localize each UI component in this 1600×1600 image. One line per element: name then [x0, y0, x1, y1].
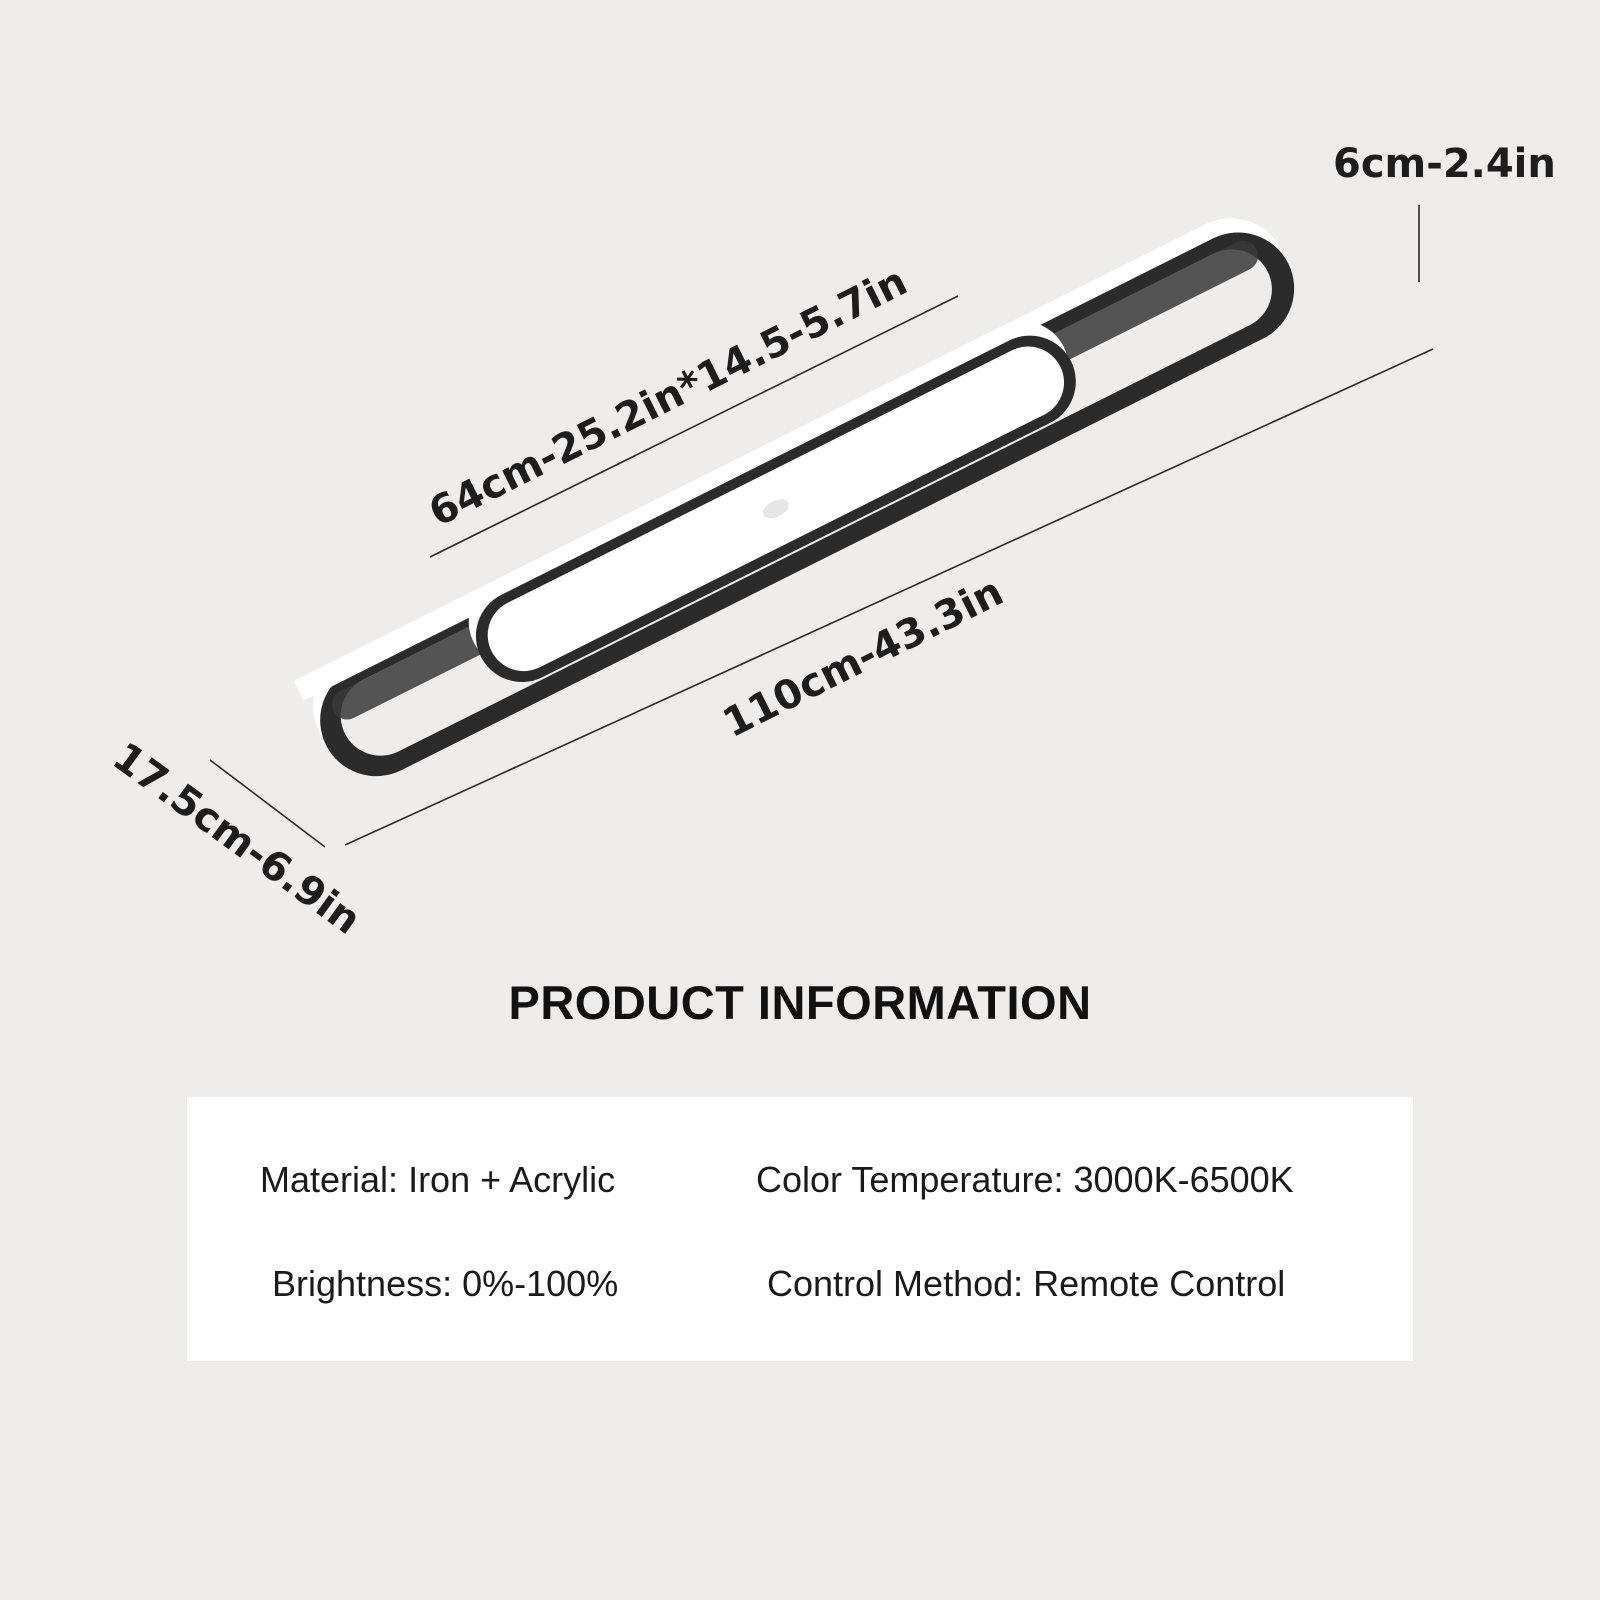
spec-color-temperature-label: Color Temperature:: [756, 1159, 1064, 1200]
spec-card: Material: Iron + Acrylic Color Temperatu…: [187, 1097, 1413, 1361]
spec-material-value: Iron + Acrylic: [408, 1159, 616, 1200]
width-label: 17.5cm-6.9in: [104, 734, 369, 944]
spec-control-method: Control Method: Remote Control: [767, 1263, 1285, 1305]
width-dim-line: [209, 759, 326, 848]
ceiling-light-illustration: 6cm-2.4in 64cm-25.2in*14.5-5.7in 110cm-4…: [104, 141, 1556, 944]
outer-ring-top-left: [293, 591, 483, 701]
spec-brightness-label: Brightness:: [272, 1263, 453, 1304]
spec-material: Material: Iron + Acrylic: [260, 1159, 615, 1201]
length-label: 110cm-43.3in: [716, 569, 1011, 747]
inner-size-dim-line: [429, 295, 959, 558]
section-title: PRODUCT INFORMATION: [508, 976, 1092, 1029]
spec-brightness: Brightness: 0%-100%: [272, 1263, 618, 1305]
spec-color-temperature: Color Temperature: 3000K-6500K: [756, 1159, 1294, 1201]
ceiling-light: [293, 218, 1295, 777]
spec-brightness-value: 0%-100%: [462, 1263, 619, 1304]
spec-material-label: Material:: [260, 1159, 399, 1200]
height-label: 6cm-2.4in: [1333, 141, 1556, 187]
length-dim-line: [344, 348, 1434, 846]
sensor-dot: [762, 499, 789, 519]
spec-control-method-label: Control Method:: [767, 1263, 1024, 1304]
spec-color-temperature-value: 3000K-6500K: [1073, 1159, 1294, 1200]
spec-control-method-value: Remote Control: [1033, 1263, 1286, 1304]
